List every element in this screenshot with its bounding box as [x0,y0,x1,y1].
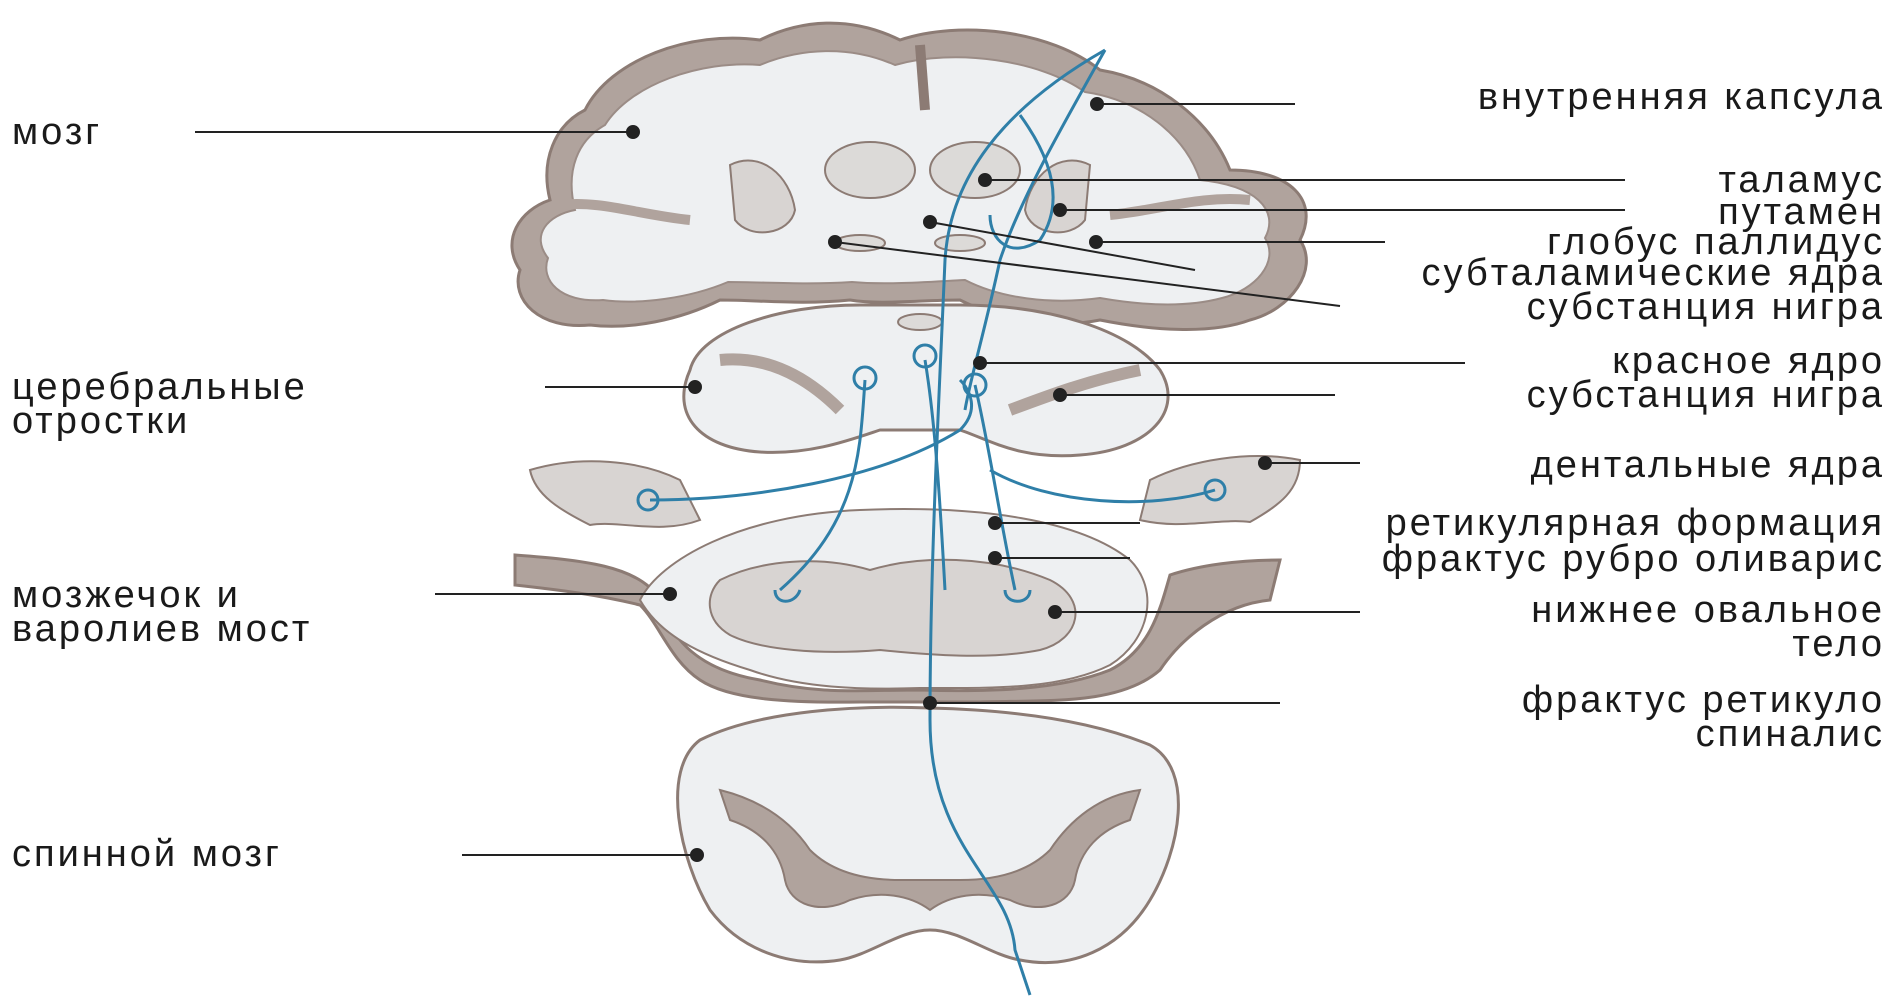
aqueduct [898,314,942,330]
label-substantia-nigra-2: субстанция нигра [1527,378,1885,412]
leader-dot-reticulospinal-tract [924,697,936,709]
longitudinal-fissure [920,45,925,110]
lateral-ventricle-left [825,142,915,198]
leader-dot-substantia-nigra-2 [1054,389,1066,401]
leader-dot-spinal-cord [691,849,703,861]
label-reticulospinal-tract: фрактус ретикулоспиналис [1522,683,1885,751]
label-inferior-olive: нижнее овальноетело [1531,593,1885,661]
leader-dot-globus-pallidus [1090,236,1102,248]
label-rubro-olivary-tract: фрактус рубро оливарис [1382,542,1885,576]
brain-section [512,23,1306,329]
leader-dot-putamen [1054,204,1066,216]
label-cerebellum-pons: мозжечок иваролиев мост [12,578,312,646]
leader-dot-cerebral-peduncles [689,381,701,393]
label-spinal-cord: спинной мозг [12,837,282,871]
label-substantia-nigra-1: субстанция нигра [1527,290,1885,324]
label-line: нижнее овальное [1531,593,1885,627]
subthalamic-right [935,235,985,251]
label-line: дентальные ядра [1531,448,1885,482]
cerebellum-right [1140,456,1300,524]
label-dentate-nuclei: дентальные ядра [1531,448,1885,482]
label-line: ретикулярная формация [1386,506,1885,540]
label-red-nucleus: красное ядро [1612,344,1885,378]
label-line: субстанция нигра [1527,290,1885,324]
label-cerebral-peduncles: церебральныеотростки [12,370,308,438]
cerebellum-pons-section [515,456,1300,702]
leader-dot-red-nucleus [974,357,986,369]
label-subthalamic-nuclei: субталамические ядра [1422,256,1885,290]
label-line: фрактус рубро оливарис [1382,542,1885,576]
spinal-cord-section [678,707,1179,962]
leader-dot-substantia-nigra-1 [829,236,841,248]
label-line: фрактус ретикуло [1522,683,1885,717]
label-line: варолиев мост [12,612,312,646]
midbrain-section [684,305,1168,456]
lateral-ventricle-right [930,142,1020,198]
cerebellum-left [530,461,700,527]
label-line: спиналис [1522,717,1885,751]
label-line: спинной мозг [12,837,282,871]
label-line: красное ядро [1612,344,1885,378]
label-line: мозжечок и [12,578,312,612]
label-line: отростки [12,404,308,438]
inferior-olive-region [710,560,1076,656]
leader-dot-dentate-nuclei [1259,457,1271,469]
leader-dot-subthalamic-nuclei [924,216,936,228]
leader-dot-reticular-formation [989,517,1001,529]
label-reticular-formation: ретикулярная формация [1386,506,1885,540]
leader-dot-brain [627,126,639,138]
leader-dot-inferior-olive [1049,606,1061,618]
leader-dot-cerebellum-pons [664,588,676,600]
leader-dot-internal-capsule [1091,98,1103,110]
label-line: субталамические ядра [1422,256,1885,290]
label-brain: мозг [12,115,102,149]
spinal-cord-outline [678,707,1179,962]
label-line: субстанция нигра [1527,378,1885,412]
label-line: церебральные [12,370,308,404]
label-line: мозг [12,115,102,149]
leader-dot-rubro-olivary-tract [989,552,1001,564]
label-line: внутренняя капсула [1478,80,1885,114]
leader-dot-thalamus [979,174,991,186]
label-line: тело [1531,627,1885,661]
label-internal-capsule: внутренняя капсула [1478,80,1885,114]
